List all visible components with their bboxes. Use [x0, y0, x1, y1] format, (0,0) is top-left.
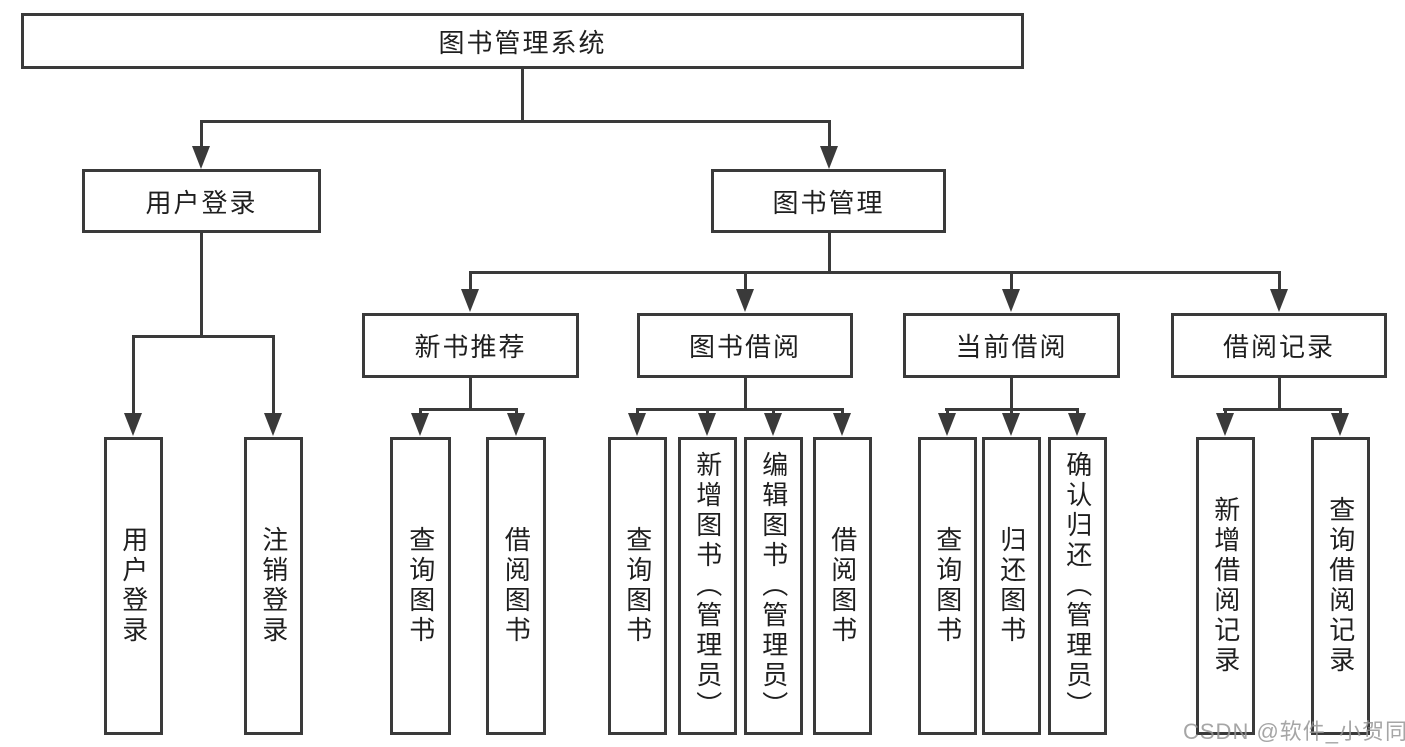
arrowhead-down-icon — [1002, 289, 1020, 312]
leaf-recommend-borrow-book: 借阅图书 — [486, 437, 546, 735]
leaf-current-query-book: 查询图书 — [918, 437, 977, 735]
connector-vline — [1009, 271, 1013, 291]
connector-vline — [520, 69, 524, 122]
node-root: 图书管理系统 — [21, 13, 1024, 69]
connector-hline — [132, 334, 275, 338]
connector-hline — [1223, 407, 1342, 411]
watermark-text: CSDN @软件_小贺同学 — [1183, 719, 1405, 744]
node-current-borrow: 当前借阅 — [903, 313, 1120, 378]
connector-vline — [743, 378, 747, 409]
leaf-user-login: 用户登录 — [104, 437, 163, 735]
arrowhead-down-icon — [628, 413, 646, 436]
connector-vline — [1338, 408, 1342, 416]
arrowhead-down-icon — [124, 413, 142, 436]
connector-vline — [1277, 378, 1281, 409]
leaf-current-confirm-return-admin: 确认归还（管理员） — [1048, 437, 1107, 735]
connector-hline — [945, 407, 1079, 411]
connector-vline — [271, 335, 275, 415]
connector-vline — [743, 271, 747, 291]
arrowhead-down-icon — [461, 289, 479, 312]
connector-vline — [705, 408, 709, 416]
connector-vline — [1277, 271, 1281, 291]
arrowhead-down-icon — [736, 289, 754, 312]
arrowhead-down-icon — [1331, 413, 1349, 436]
connector-hline — [469, 270, 1281, 274]
connector-vline — [131, 335, 135, 415]
arrowhead-down-icon — [820, 146, 838, 169]
arrowhead-down-icon — [833, 413, 851, 436]
connector-vline — [945, 408, 949, 416]
arrowhead-down-icon — [938, 413, 956, 436]
connector-vline — [827, 233, 831, 273]
connector-vline — [840, 408, 844, 416]
arrowhead-down-icon — [1270, 289, 1288, 312]
connector-vline — [1009, 378, 1013, 409]
connector-vline — [771, 408, 775, 416]
arrowhead-down-icon — [698, 413, 716, 436]
connector-vline — [514, 408, 518, 416]
arrowhead-down-icon — [192, 146, 210, 169]
node-book-management: 图书管理 — [711, 169, 946, 233]
leaf-recommend-query-book: 查询图书 — [390, 437, 451, 735]
arrowhead-down-icon — [264, 413, 282, 436]
connector-vline — [1009, 408, 1013, 416]
leaf-borrow-add-book-admin: 新增图书（管理员） — [678, 437, 737, 735]
connector-hline — [636, 407, 844, 411]
node-book-borrow: 图书借阅 — [637, 313, 853, 378]
connector-vline — [468, 378, 472, 409]
connector-vline — [1223, 408, 1227, 416]
arrowhead-down-icon — [1216, 413, 1234, 436]
leaf-current-return-book: 归还图书 — [982, 437, 1041, 735]
leaf-borrow-edit-book-admin: 编辑图书（管理员） — [744, 437, 803, 735]
connector-hline — [200, 119, 830, 123]
connector-vline — [827, 120, 831, 148]
node-borrow-records: 借阅记录 — [1171, 313, 1387, 378]
connector-vline — [1075, 408, 1079, 416]
arrowhead-down-icon — [1068, 413, 1086, 436]
node-new-book-recommend: 新书推荐 — [362, 313, 579, 378]
connector-vline — [418, 408, 422, 416]
node-user-login: 用户登录 — [82, 169, 321, 233]
leaf-borrow-borrow-book: 借阅图书 — [813, 437, 872, 735]
connector-vline — [468, 271, 472, 291]
arrowhead-down-icon — [507, 413, 525, 436]
connector-vline — [199, 233, 203, 337]
leaf-logout: 注销登录 — [244, 437, 303, 735]
arrowhead-down-icon — [1002, 413, 1020, 436]
arrowhead-down-icon — [764, 413, 782, 436]
leaf-record-add: 新增借阅记录 — [1196, 437, 1255, 735]
leaf-record-query: 查询借阅记录 — [1311, 437, 1370, 735]
connector-hline — [419, 407, 518, 411]
arrowhead-down-icon — [411, 413, 429, 436]
connector-vline — [635, 408, 639, 416]
leaf-borrow-query-book: 查询图书 — [608, 437, 667, 735]
connector-vline — [199, 120, 203, 148]
